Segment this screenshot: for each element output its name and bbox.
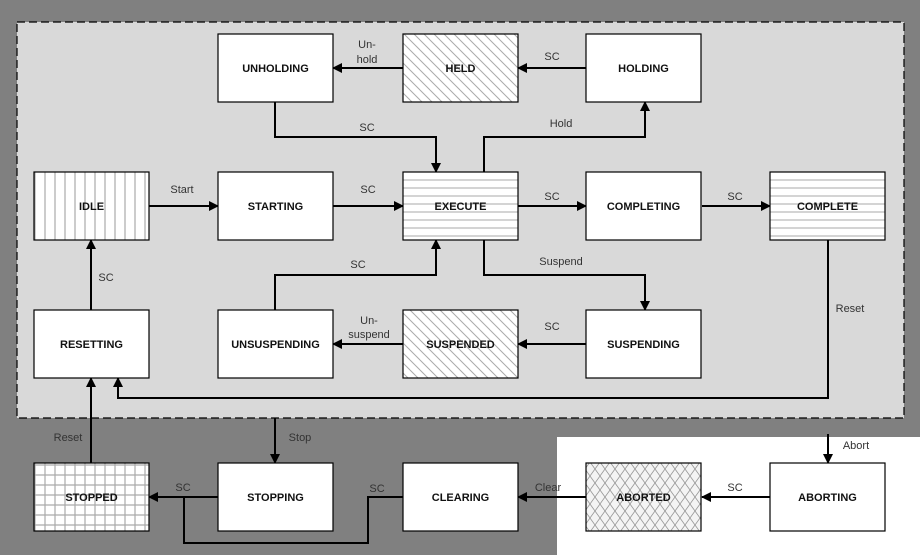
state-label: RESETTING xyxy=(60,339,123,351)
transition-label-unhold-1: Un- xyxy=(358,39,376,51)
state-idle: IDLE xyxy=(33,171,150,241)
transition-label-start: Start xyxy=(170,184,193,196)
state-clearing: CLEARING xyxy=(402,462,519,532)
complete-reset-arrow xyxy=(113,240,829,399)
state-starting: STARTING xyxy=(217,171,334,241)
state-box xyxy=(402,309,519,379)
transition-label-abort: Abort xyxy=(843,440,869,452)
state-label: HOLDING xyxy=(618,63,669,75)
state-box xyxy=(33,171,150,241)
state-label: COMPLETING xyxy=(607,201,680,213)
state-box xyxy=(217,462,334,532)
state-label: COMPLETE xyxy=(797,201,858,213)
transition-label-stopped-reset: Reset xyxy=(54,432,83,444)
state-box xyxy=(585,309,702,379)
transition-label-suspend: Suspend xyxy=(539,256,582,268)
hold-arrow xyxy=(483,101,650,172)
state-box xyxy=(585,33,702,103)
state-label: STARTING xyxy=(248,201,303,213)
transition-label-unsuspending-to-execute: SC xyxy=(350,259,365,271)
transition-label-clearing-to-stopped: SC xyxy=(369,483,384,495)
state-box xyxy=(217,171,334,241)
state-resetting: RESETTING xyxy=(33,309,150,379)
state-box xyxy=(33,309,150,379)
state-label: UNSUSPENDING xyxy=(231,339,320,351)
transition-label-hold: Hold xyxy=(550,118,573,130)
transition-label-resetting-to-idle: SC xyxy=(98,272,113,284)
state-stopping: STOPPING xyxy=(217,462,334,532)
state-box xyxy=(585,171,702,241)
transition-label-execute-to-completing: SC xyxy=(544,191,559,203)
clearing-to-stopped-line xyxy=(183,496,403,544)
state-label: ABORTED xyxy=(616,492,670,504)
state-unholding: UNHOLDING xyxy=(217,33,334,103)
state-complete: COMPLETE xyxy=(769,171,886,241)
state-box xyxy=(402,33,519,103)
state-aborted: ABORTED xyxy=(585,462,702,532)
state-label: ABORTING xyxy=(798,492,857,504)
state-box xyxy=(217,33,334,103)
transition-label-starting-to-execute: SC xyxy=(360,184,375,196)
state-label: STOPPING xyxy=(247,492,304,504)
transition-label-suspending-to-suspended: SC xyxy=(544,321,559,333)
state-holding: HOLDING xyxy=(585,33,702,103)
state-label: UNHOLDING xyxy=(242,63,309,75)
transition-label-clear: Clear xyxy=(535,482,562,494)
transition-label-unholding-to-execute: SC xyxy=(359,122,374,134)
state-completing: COMPLETING xyxy=(585,171,702,241)
unsuspending-to-execute-arrow xyxy=(274,239,441,310)
state-held: HELD xyxy=(402,33,519,103)
unholding-to-execute-arrow xyxy=(274,102,441,173)
state-box xyxy=(402,171,519,241)
transition-label-unsuspend-1: Un- xyxy=(360,315,378,327)
state-label: STOPPED xyxy=(65,492,117,504)
state-unsuspending: UNSUSPENDING xyxy=(217,309,334,379)
state-box xyxy=(585,462,702,532)
state-label: SUSPENDING xyxy=(607,339,680,351)
state-suspending: SUSPENDING xyxy=(585,309,702,379)
transition-label-unhold-2: hold xyxy=(357,54,378,66)
transition-label-completing-to-complete: SC xyxy=(727,191,742,203)
state-label: HELD xyxy=(446,63,476,75)
transition-label-complete-reset: Reset xyxy=(836,303,865,315)
transition-label-holding-to-held: SC xyxy=(544,51,559,63)
transition-label-stopping-to-stopped: SC xyxy=(175,482,190,494)
transition-label-stop: Stop xyxy=(289,432,312,444)
state-aborting: ABORTING xyxy=(769,462,886,532)
state-execute: EXECUTE xyxy=(402,171,519,241)
state-suspended: SUSPENDED xyxy=(402,309,519,379)
transition-label-unsuspend-2: suspend xyxy=(348,329,390,341)
suspend-arrow xyxy=(483,240,650,311)
state-box xyxy=(33,462,150,532)
state-box xyxy=(769,171,886,241)
state-box xyxy=(769,462,886,532)
state-label: CLEARING xyxy=(432,492,489,504)
state-stopped: STOPPED xyxy=(33,462,150,532)
state-box xyxy=(402,462,519,532)
state-label: IDLE xyxy=(79,201,104,213)
state-label: EXECUTE xyxy=(435,201,487,213)
state-label: SUSPENDED xyxy=(426,339,495,351)
state-box xyxy=(217,309,334,379)
transition-label-aborting-to-aborted: SC xyxy=(727,482,742,494)
